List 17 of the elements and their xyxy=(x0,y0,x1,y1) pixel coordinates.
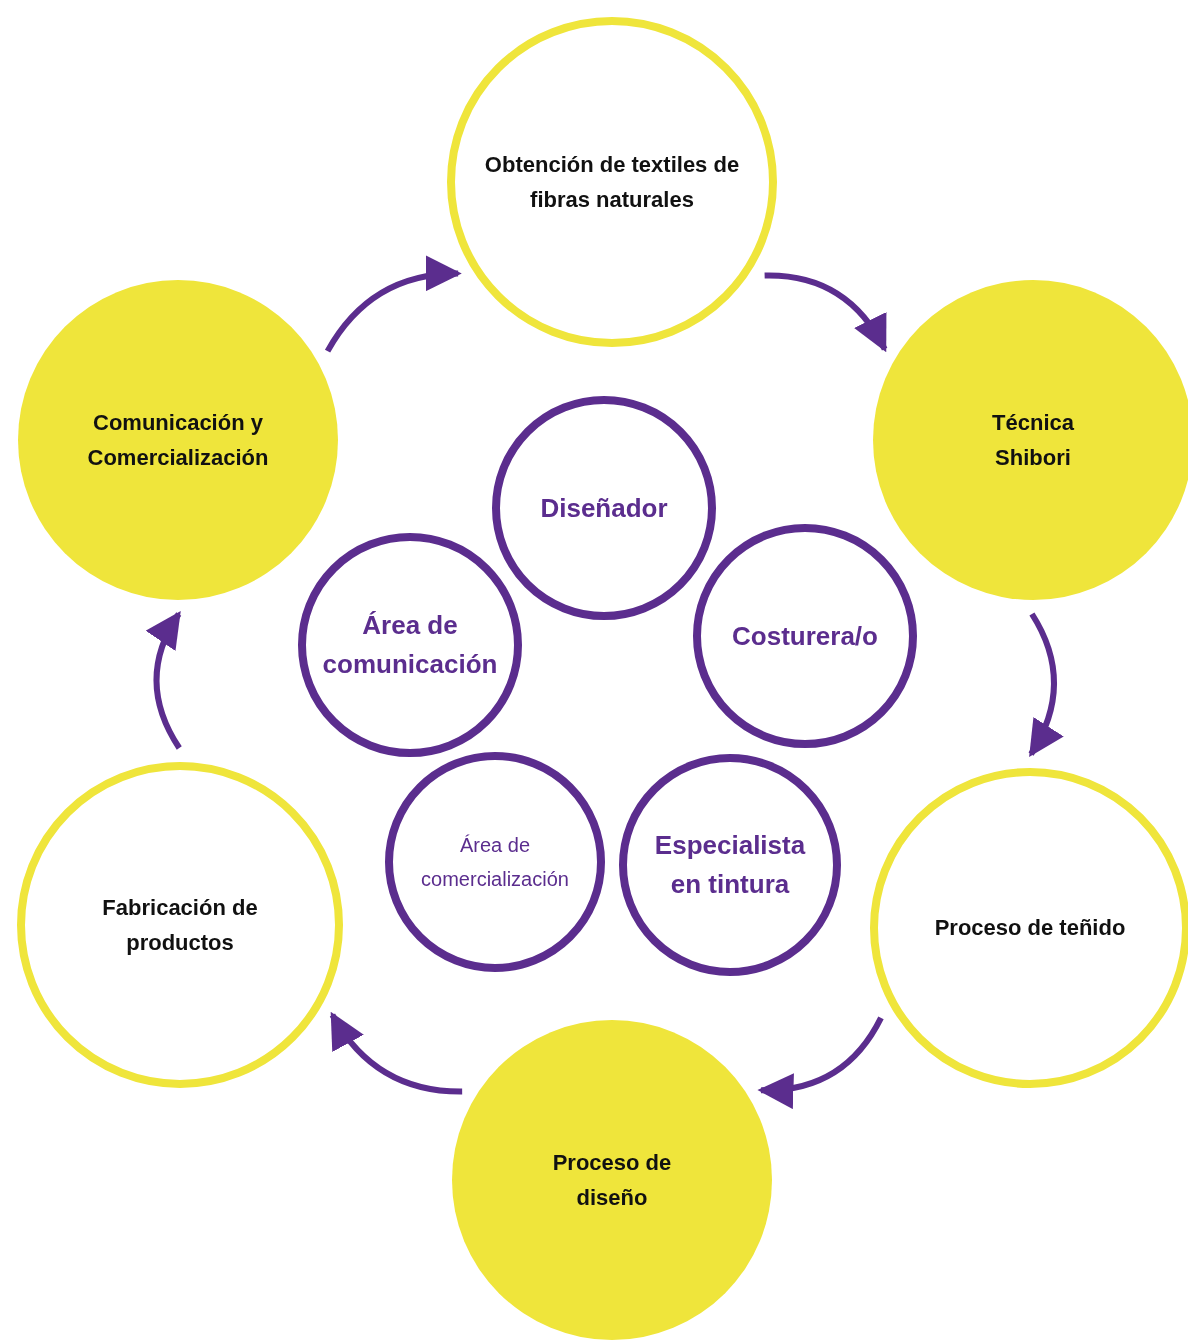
node-label: Comunicación y Comercialización xyxy=(86,408,270,472)
curved-arrow xyxy=(1028,612,1064,758)
curved-arrow xyxy=(757,1016,884,1108)
node-label: Área de comunicación xyxy=(321,609,499,681)
node-label: Costurera/o xyxy=(732,619,878,653)
node-label: Especialista en tintura xyxy=(653,829,807,901)
node-label: Obtención de textiles de fibras naturales xyxy=(483,150,741,214)
node-label: Fabricación de productos xyxy=(101,893,259,957)
node-label: Proceso de diseño xyxy=(551,1148,673,1212)
node-label: Proceso de teñido xyxy=(934,914,1126,943)
curved-arrow xyxy=(764,272,888,353)
curved-arrow xyxy=(146,610,182,750)
node-label: Diseñador xyxy=(540,491,668,525)
curved-arrow xyxy=(325,256,462,353)
node-label: Técnica Shibori xyxy=(991,408,1075,472)
node-label: Área de comercialización xyxy=(420,833,570,892)
curved-arrow xyxy=(329,1011,463,1095)
